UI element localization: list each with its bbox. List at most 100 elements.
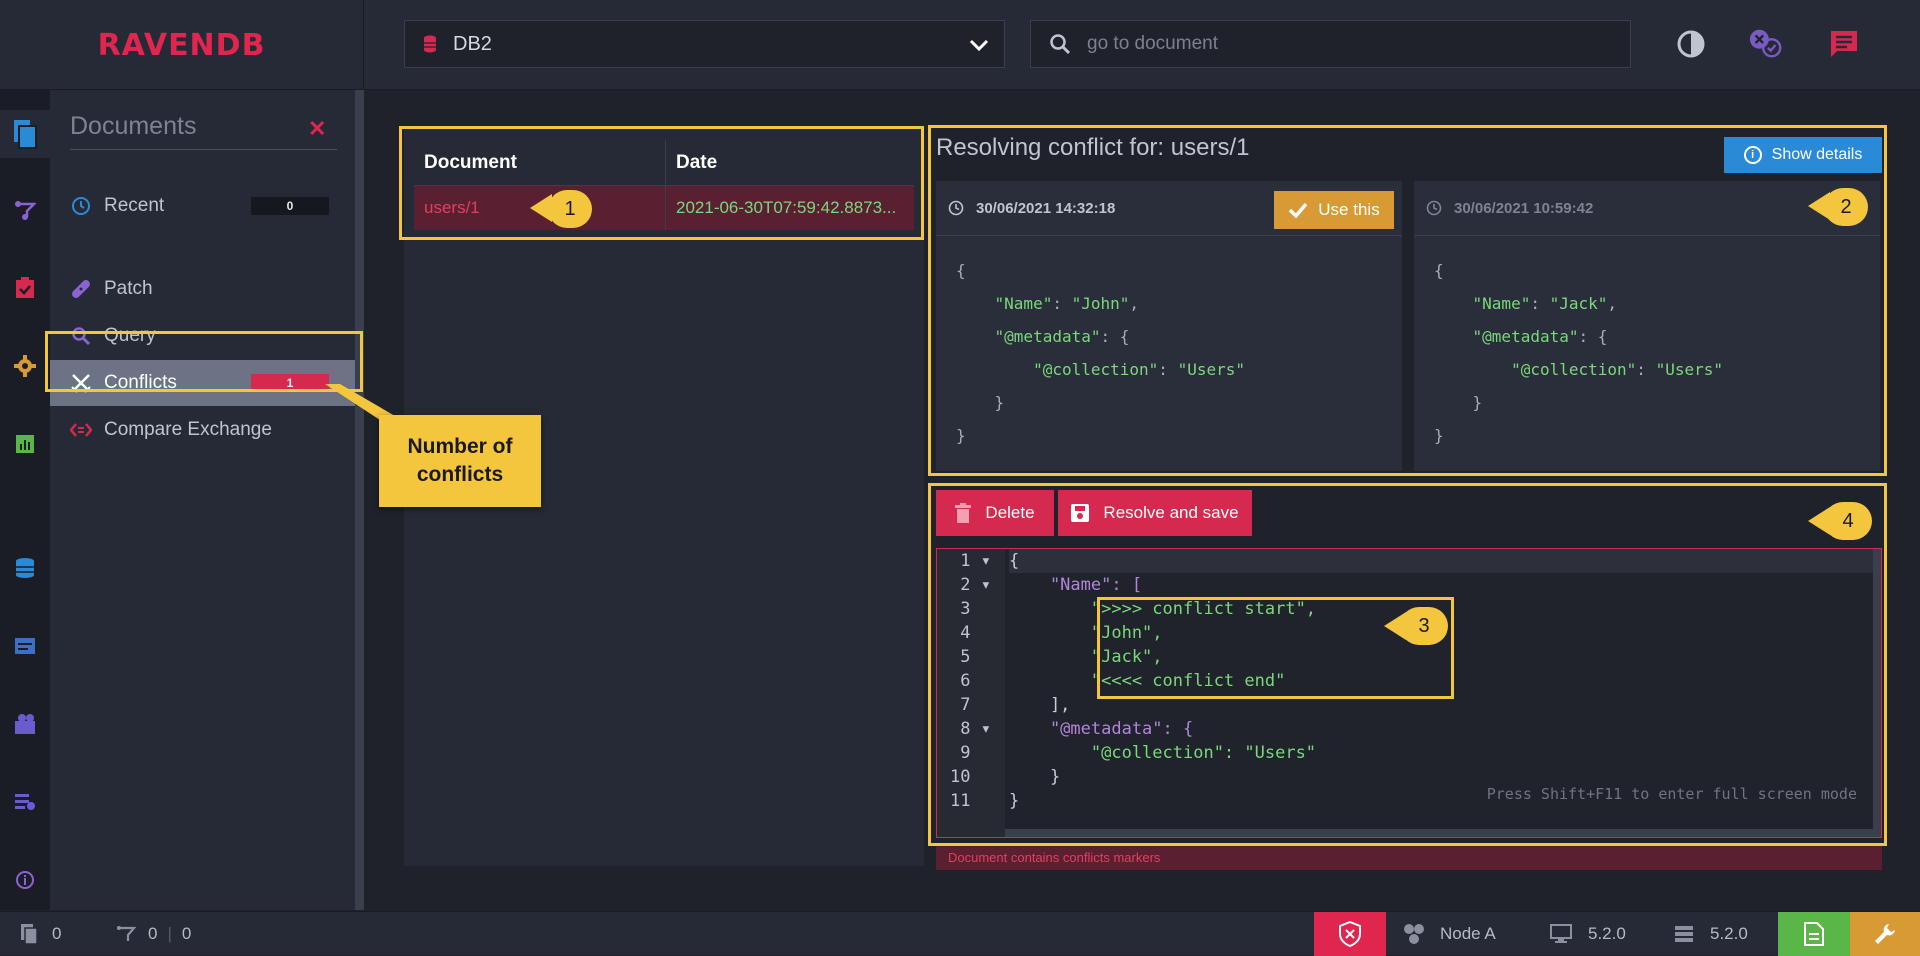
- client-version-value: 5.2.0: [1588, 924, 1626, 943]
- table-header: Document Date: [414, 140, 914, 186]
- feedback-icon[interactable]: [1826, 26, 1862, 62]
- show-details-button[interactable]: i Show details: [1724, 137, 1882, 173]
- save-icon: [1071, 504, 1090, 522]
- code-line: }: [1009, 767, 1061, 787]
- left-name-value: "John": [1071, 294, 1130, 313]
- conflicts-table: Document Date users/1 2021-06-30T07:59:4…: [414, 140, 914, 230]
- client-version[interactable]: 5.2.0: [1550, 912, 1626, 956]
- menu-item-patch[interactable]: Patch: [50, 266, 355, 312]
- database-name: DB2: [453, 32, 492, 55]
- callout-2: 2: [1824, 188, 1868, 226]
- document-search: [1030, 20, 1631, 68]
- index-icon: [117, 926, 136, 941]
- editor-horizontal-scrollbar[interactable]: [1005, 829, 1875, 837]
- left-version-timestamp: 30/06/2021 14:32:18: [976, 199, 1116, 217]
- documents-nav-icon[interactable]: [0, 110, 50, 158]
- menu-title: Documents: [70, 112, 197, 140]
- menu-item-query[interactable]: Query: [50, 313, 355, 359]
- settings-nav-icon[interactable]: [0, 346, 50, 386]
- notifications-status-icon[interactable]: [1748, 26, 1784, 62]
- status-divider: |: [167, 924, 172, 943]
- indexes-count[interactable]: 0 | 0: [116, 912, 191, 956]
- license-button[interactable]: [1778, 912, 1850, 956]
- use-this-button[interactable]: Use this: [1274, 191, 1394, 229]
- menu-item-label: Query: [104, 325, 156, 346]
- code-line: "<<<< conflict end": [1009, 671, 1286, 691]
- resolve-and-save-label: Resolve and save: [1103, 503, 1239, 522]
- documents-count[interactable]: 0: [20, 912, 61, 956]
- line-number: 4: [960, 623, 991, 643]
- line-number: 5: [960, 647, 991, 667]
- column-header-date[interactable]: Date: [676, 151, 718, 173]
- stats-nav-icon[interactable]: [0, 424, 50, 464]
- resolve-and-save-button[interactable]: Resolve and save: [1058, 490, 1252, 536]
- right-version-panel: 30/06/2021 10:59:42 { "Name": "Jack", "@…: [1414, 181, 1880, 471]
- show-details-label: Show details: [1771, 146, 1863, 163]
- delete-button[interactable]: Delete: [936, 490, 1054, 536]
- database-selector[interactable]: DB2: [404, 20, 1005, 68]
- line-number: 6: [960, 671, 991, 691]
- main-nav-bar: [0, 90, 50, 910]
- resolved-document-editor[interactable]: 1 ▾ 2 ▾ 3 4 5 6 7 8 ▾ 9 10 11 { "Name": …: [936, 548, 1882, 838]
- line-number: 3: [960, 599, 991, 619]
- about-nav-icon[interactable]: [0, 860, 50, 900]
- ongoing-tasks-nav-icon[interactable]: [0, 782, 50, 822]
- menu-scrollbar[interactable]: [355, 90, 364, 910]
- number-of-conflicts-note: Number of conflicts: [379, 415, 541, 507]
- delete-label: Delete: [985, 503, 1035, 522]
- note-line-1: Number of: [407, 435, 513, 458]
- indexes-nav-icon[interactable]: [0, 190, 50, 230]
- code-line: ],: [1009, 695, 1071, 715]
- highlight-conflicts-menu: [45, 331, 363, 392]
- line-number: 8 ▾: [960, 719, 991, 739]
- note-line-2: conflicts: [416, 463, 504, 486]
- server-icon: [1675, 926, 1693, 942]
- menu-item-recent[interactable]: Recent 0: [50, 183, 355, 229]
- security-status[interactable]: [1314, 912, 1386, 956]
- line-number: 1 ▾: [960, 551, 991, 571]
- support-button[interactable]: [1850, 912, 1920, 956]
- database-icon: [424, 35, 436, 53]
- indexes-errors-value: 0: [181, 924, 192, 943]
- fullscreen-hint: Press Shift+F11 to enter full screen mod…: [1486, 785, 1857, 803]
- highlight-conflicts-table: [399, 126, 924, 240]
- code-line: "Jack",: [1009, 647, 1163, 667]
- patch-icon: [70, 278, 92, 300]
- cluster-nav-icon[interactable]: [0, 626, 50, 666]
- editor-vertical-scrollbar[interactable]: [1873, 549, 1881, 837]
- compare-exchange-icon: [70, 419, 92, 441]
- search-input[interactable]: [1087, 33, 1607, 55]
- info-icon: i: [1743, 146, 1762, 164]
- right-name-value: "Jack": [1549, 294, 1608, 313]
- line-number: 10: [950, 767, 991, 787]
- code-line: "@collection": "Users": [1009, 743, 1317, 763]
- manage-server-nav-icon[interactable]: [0, 704, 50, 744]
- line-number-gutter: 1 ▾ 2 ▾ 3 4 5 6 7 8 ▾ 9 10 11: [937, 549, 1005, 837]
- clock-icon: [1426, 200, 1442, 216]
- column-header-document[interactable]: Document: [414, 140, 666, 185]
- close-icon[interactable]: ✕: [308, 116, 327, 141]
- logo[interactable]: RAVENDB: [0, 0, 364, 90]
- code-line: "@metadata": {: [1009, 719, 1194, 739]
- menu-item-conflicts[interactable]: Conflicts 1: [50, 360, 355, 406]
- right-version-header: 30/06/2021 10:59:42: [1414, 181, 1880, 236]
- row-document-id[interactable]: users/1: [414, 186, 666, 230]
- documents-count-value: 0: [52, 924, 62, 943]
- theme-toggle-icon[interactable]: [1673, 26, 1709, 62]
- node-label: Node A: [1440, 924, 1496, 943]
- menu-divider: [70, 149, 337, 150]
- highlight-versions: [928, 125, 1887, 476]
- cluster-node[interactable]: Node A: [1402, 912, 1496, 956]
- left-version-header: 30/06/2021 14:32:18 Use this: [936, 181, 1402, 236]
- tasks-nav-icon[interactable]: [0, 268, 50, 308]
- menu-item-compare-exchange[interactable]: Compare Exchange: [50, 407, 355, 453]
- indexes-count-value: 0: [148, 924, 158, 943]
- editor-code[interactable]: { "Name": [ ">>>> conflict start", "John…: [1009, 549, 1875, 813]
- table-row[interactable]: users/1 2021-06-30T07:59:42.8873...: [414, 186, 914, 230]
- line-number: 2 ▾: [960, 575, 991, 595]
- server-version[interactable]: 5.2.0: [1674, 912, 1748, 956]
- checkmark-icon: [1289, 202, 1308, 218]
- databases-nav-icon[interactable]: [0, 548, 50, 588]
- left-version-panel: 30/06/2021 14:32:18 Use this { "Name": "…: [936, 181, 1402, 471]
- status-bar: 0 0 | 0 Node A 5.2.0 5.2.0: [0, 911, 1920, 956]
